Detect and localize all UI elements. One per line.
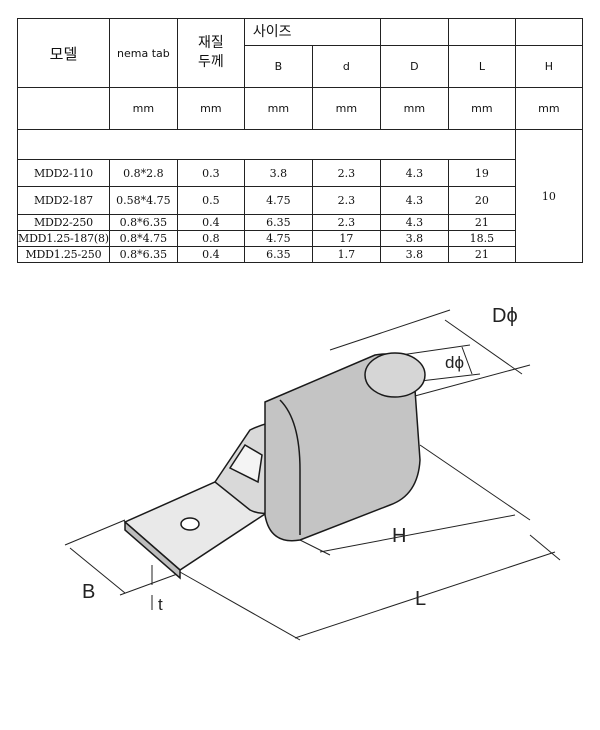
D-cell: 3.8	[379, 230, 449, 247]
d-cell: 1.7	[311, 246, 381, 263]
unit-cell: mm	[379, 87, 449, 130]
model-cell: MDD2-187	[17, 186, 110, 215]
tab-cell: 0.58*4.75	[108, 186, 178, 215]
header-D: D	[379, 45, 449, 88]
thickness-cell: 0.4	[176, 214, 245, 231]
header-blank-3	[514, 18, 583, 46]
b-cell: 4.75	[243, 186, 313, 215]
b-cell: 4.75	[243, 230, 313, 247]
unit-cell: mm	[514, 87, 583, 130]
d-cell: 2.3	[311, 186, 381, 215]
unit-cell: mm	[311, 87, 381, 130]
model-cell: MDD2-250	[17, 214, 110, 231]
header-blank-1	[379, 18, 449, 46]
spacer-cell	[17, 129, 516, 160]
tab-cell: 0.8*6.35	[108, 246, 178, 263]
h-value-cell: 10	[514, 129, 583, 263]
header-size-blank	[312, 18, 381, 46]
D-cell: 4.3	[379, 159, 449, 187]
header-H: H	[514, 45, 583, 88]
table-row: MDD2-187 0.58*4.75 0.5 4.75 2.3 4.3 20	[17, 186, 583, 215]
D-cell: 4.3	[379, 214, 449, 231]
b-cell: 6.35	[243, 246, 313, 263]
table-row: MDD1.25-187(8) 0.8*4.75 0.8 4.75 17 3.8 …	[17, 230, 583, 247]
D-cell: 4.3	[379, 186, 449, 215]
header-thickness-line2: 두께	[198, 54, 224, 70]
model-cell: MDD1.25-250	[17, 246, 110, 263]
units-row: mm mm mm mm mm mm mm	[17, 87, 583, 130]
header-size: 사이즈	[243, 18, 313, 46]
tab-cell: 0.8*6.35	[108, 214, 178, 231]
unit-cell: mm	[108, 87, 178, 130]
header-L: L	[447, 45, 516, 88]
b-cell: 3.8	[243, 159, 313, 187]
dimension-lines	[64, 309, 561, 641]
unit-cell: mm	[176, 87, 245, 130]
l-cell: 18.5	[447, 230, 516, 247]
header-model: 모델	[17, 18, 110, 88]
header-blank-2	[447, 18, 516, 46]
spacer-row: 10	[17, 129, 583, 263]
label-t: t	[158, 595, 163, 614]
table-row: MDD2-110 0.8*2.8 0.3 3.8 2.3 4.3 19	[17, 159, 583, 187]
unit-cell: mm	[447, 87, 516, 130]
label-B: B	[82, 581, 95, 603]
header-thickness-line1: 재질	[198, 35, 224, 51]
tab-cell: 0.8*4.75	[108, 230, 178, 247]
header-d: d	[311, 45, 381, 88]
terminal-shape	[123, 352, 426, 580]
units-blank	[17, 87, 110, 130]
thickness-cell: 0.5	[176, 186, 245, 215]
label-H: H	[392, 525, 406, 547]
table-row: MDD2-250 0.8*6.35 0.4 6.35 2.3 4.3 21	[17, 214, 583, 231]
d-cell: 2.3	[311, 159, 381, 187]
D-cell: 3.8	[379, 246, 449, 263]
thickness-cell: 0.3	[176, 159, 245, 187]
l-cell: 19	[447, 159, 516, 187]
model-cell: MDD1.25-187(8)	[17, 230, 110, 247]
header-thickness: 재질 두께	[176, 18, 245, 88]
l-cell: 21	[447, 214, 516, 231]
header-B: B	[243, 45, 313, 88]
header-nema-tab: nema tab	[108, 18, 178, 88]
model-cell: MDD2-110	[17, 159, 110, 187]
dimension-labels: Dϕ dϕ H L B t	[82, 305, 518, 614]
terminal-diagram: Dϕ dϕ H L B t	[64, 305, 561, 641]
thickness-cell: 0.4	[176, 246, 245, 263]
l-cell: 20	[447, 186, 516, 215]
unit-cell: mm	[243, 87, 313, 130]
d-cell: 17	[311, 230, 381, 247]
label-D: Dϕ	[492, 305, 518, 327]
label-L: L	[415, 588, 426, 610]
table-row: MDD1.25-250 0.8*6.35 0.4 6.35 1.7 3.8 21	[17, 246, 583, 263]
l-cell: 21	[447, 246, 516, 263]
spec-table: 모델 nema tab 재질 두께 사이즈 B d D L H mm mm mm…	[17, 18, 583, 263]
tab-cell: 0.8*2.8	[108, 159, 178, 187]
thickness-cell: 0.8	[176, 230, 245, 247]
d-cell: 2.3	[311, 214, 381, 231]
label-d: dϕ	[445, 353, 464, 372]
b-cell: 6.35	[243, 214, 313, 231]
